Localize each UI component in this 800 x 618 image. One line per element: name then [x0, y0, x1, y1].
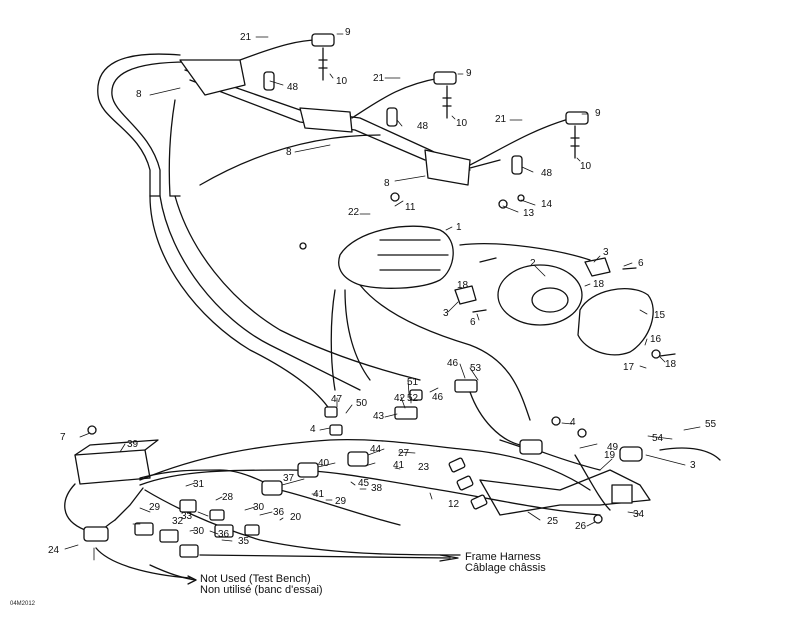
- callout-number: 29: [149, 502, 161, 513]
- callout-number: 20: [290, 512, 302, 523]
- callout-number: 32: [172, 516, 184, 527]
- callout-number: 44: [370, 444, 382, 455]
- callout-number: 3: [603, 247, 609, 258]
- callout-number: 30: [253, 502, 265, 513]
- callout-number: 15: [654, 310, 666, 321]
- callout-number: 9: [595, 108, 601, 119]
- callout-number: 4: [310, 424, 316, 435]
- callout-number: 8: [286, 147, 292, 158]
- callout-number: 9: [466, 68, 472, 79]
- callout-number: 1: [456, 222, 462, 233]
- callout-number: 46: [447, 358, 459, 369]
- callout-number: 31: [193, 479, 205, 490]
- callout-number: 21: [240, 32, 252, 43]
- callout-number: 29: [335, 496, 347, 507]
- callout-number: 55: [705, 419, 717, 430]
- frame-harness-label-fr: Câblage châssis: [465, 562, 546, 574]
- callout-number: 18: [593, 279, 605, 290]
- callout-number: 42: [394, 393, 406, 404]
- callout-number: 46: [432, 392, 444, 403]
- callout-number: 51: [407, 377, 419, 388]
- callout-number: 10: [456, 118, 468, 129]
- callout-number: 3: [443, 308, 449, 319]
- callout-number: 9: [345, 27, 351, 38]
- callout-number: 16: [650, 334, 662, 345]
- callout-number: 34: [633, 509, 645, 520]
- callout-number: 24: [48, 545, 60, 556]
- callout-number: 35: [238, 536, 250, 547]
- callout-number: 21: [373, 73, 385, 84]
- callout-number: 26: [575, 521, 587, 532]
- callout-number: 47: [331, 394, 343, 405]
- callout-number: 10: [336, 76, 348, 87]
- callout-number: 4: [570, 417, 576, 428]
- callout-number: 43: [373, 411, 385, 422]
- callout-number: 53: [470, 363, 482, 374]
- callout-number: 36: [273, 507, 285, 518]
- callout-number: 2: [530, 258, 536, 269]
- callout-number: 52: [407, 393, 419, 404]
- callout-number: 8: [384, 178, 390, 189]
- callout-number: 7: [60, 432, 66, 443]
- drawing-code: 04M2012: [10, 601, 36, 607]
- callout-number: 10: [580, 161, 592, 172]
- callout-number: 45: [358, 478, 370, 489]
- callout-number: 40: [318, 458, 330, 469]
- frame-harness-label-en: Frame Harness: [465, 551, 541, 563]
- callout-number: 17: [623, 362, 635, 373]
- callout-number: 25: [547, 516, 559, 527]
- callout-number: 39: [127, 439, 139, 450]
- callout-number: 48: [541, 168, 553, 179]
- callout-number: 41: [313, 489, 325, 500]
- callout-number: 48: [417, 121, 429, 132]
- callout-number: 30: [193, 526, 205, 537]
- callout-number: 36: [218, 529, 230, 540]
- callout-number: 18: [665, 359, 677, 370]
- callout-number: 33: [181, 511, 193, 522]
- callout-number: 54: [652, 433, 664, 444]
- callout-number: 11: [405, 202, 416, 213]
- callout-number: 27: [398, 448, 410, 459]
- callout-number: 19: [604, 450, 616, 461]
- callout-number: 13: [523, 208, 535, 219]
- callout-number: 50: [356, 398, 368, 409]
- callout-number: 8: [136, 89, 142, 100]
- callout-number: 21: [495, 114, 507, 125]
- not-used-label-fr: Non utilisé (banc d'essai): [200, 584, 323, 596]
- callout-number: 49: [607, 442, 619, 453]
- callout-number: 28: [222, 492, 234, 503]
- callout-number: 14: [541, 199, 553, 210]
- callout-number: 22: [348, 207, 360, 218]
- callout-number: 37: [283, 473, 295, 484]
- callout-number: 6: [470, 317, 476, 328]
- callout-number: 48: [287, 82, 299, 93]
- callout-number: 3: [690, 460, 696, 471]
- callout-number: 38: [371, 483, 383, 494]
- callout-number: 41: [393, 460, 405, 471]
- callout-number: 23: [418, 462, 430, 473]
- callout-number: 6: [638, 258, 644, 269]
- callout-number: 12: [448, 499, 460, 510]
- callout-number: 18: [457, 280, 469, 291]
- not-used-label-en: Not Used (Test Bench): [200, 573, 311, 585]
